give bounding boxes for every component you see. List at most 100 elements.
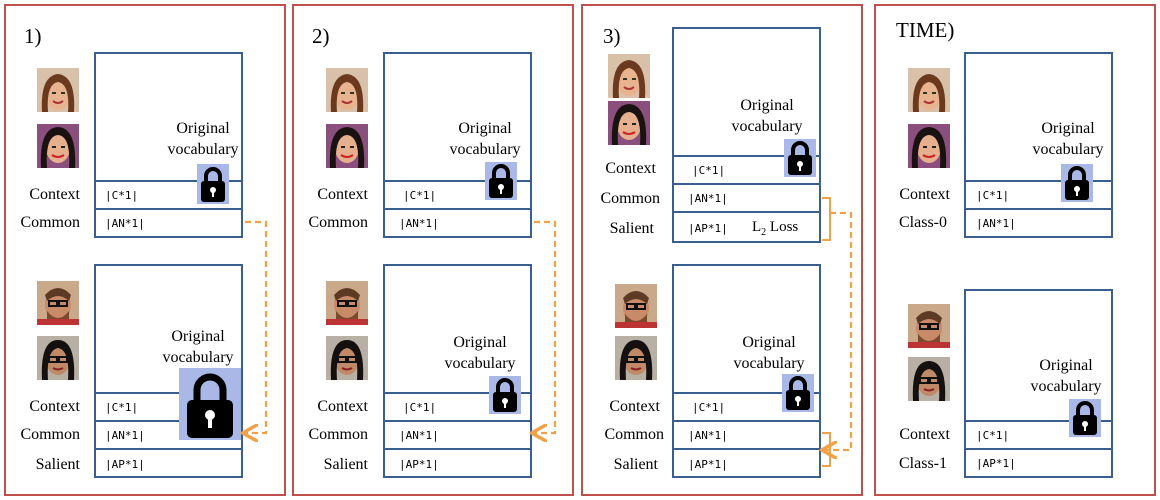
- vocab-label: Original vocabulary: [162, 328, 234, 366]
- vocab-label: Original vocabulary: [444, 334, 516, 372]
- context-token: |C*1|: [105, 401, 139, 414]
- loss-bracket-top: [822, 197, 831, 241]
- context-label: Context: [29, 398, 80, 415]
- panel-time: [874, 4, 1156, 496]
- common-row: [96, 420, 241, 448]
- lock-icon: [1061, 164, 1093, 202]
- face-woman-3: [37, 336, 79, 380]
- salient-token: |AP*1|: [688, 458, 728, 471]
- vocab-label: Original vocabulary: [731, 97, 803, 135]
- common-token: |AN*1|: [105, 217, 145, 230]
- face-woman-1: [608, 54, 650, 98]
- context-label: Context: [605, 160, 656, 177]
- context-row: [385, 392, 530, 420]
- context-row: [96, 180, 241, 208]
- common-row: [674, 183, 819, 211]
- salient-label: Salient: [609, 220, 654, 237]
- transfer-arrow-2: [534, 220, 557, 433]
- face-man-1: [908, 304, 950, 348]
- context-row: [96, 392, 241, 420]
- face-woman-1: [37, 68, 79, 112]
- common-row: [674, 420, 819, 448]
- class-0-token: |AN*1|: [976, 217, 1016, 230]
- context-token: |C*1|: [976, 429, 1010, 442]
- context-label: Context: [899, 186, 950, 203]
- common-label: Common: [20, 214, 80, 231]
- context-token: |C*1|: [105, 189, 139, 202]
- class-1-label: Class-1: [899, 455, 947, 472]
- salient-label: Salient: [613, 456, 658, 473]
- lock-icon: [784, 139, 816, 177]
- common-token: |AN*1|: [105, 429, 145, 442]
- context-row: [385, 180, 530, 208]
- face-woman-3: [908, 357, 950, 401]
- face-man-1: [615, 284, 657, 328]
- common-label: Common: [308, 214, 368, 231]
- salient-row: [385, 448, 530, 476]
- face-woman-2: [608, 101, 650, 145]
- box-2-top: Original vocabulary |C*1| |AN*1|: [383, 52, 532, 238]
- box-1-top: Original vocabulary |C*1| |AN*1|: [94, 52, 243, 238]
- transfer-arrow-3: [824, 211, 853, 450]
- lock-icon: [197, 164, 229, 204]
- context-label: Context: [609, 398, 660, 415]
- context-label: Context: [29, 186, 80, 203]
- common-label: Common: [20, 426, 80, 443]
- face-woman-2: [908, 124, 950, 168]
- face-woman-1: [326, 68, 368, 112]
- context-token: |C*1|: [403, 189, 437, 202]
- common-token: |AN*1|: [688, 192, 728, 205]
- common-row: [385, 420, 530, 448]
- context-row: [674, 155, 819, 183]
- panel-time-label: TIME): [896, 18, 955, 42]
- vocab-label: Original vocabulary: [1032, 120, 1104, 158]
- common-token: |AN*1|: [688, 429, 728, 442]
- box-2-bottom: Original vocabulary |C*1| |AN*1| |AP*1|: [383, 264, 532, 478]
- common-label: Common: [308, 426, 368, 443]
- panel-1-label: 1): [24, 24, 42, 48]
- salient-row: [96, 448, 241, 476]
- common-label: Common: [600, 190, 660, 207]
- vocab-label: Original vocabulary: [733, 334, 805, 372]
- lock-icon: [179, 368, 241, 440]
- box-3-top: Original vocabulary |C*1| |AN*1| |AP*1| …: [672, 27, 821, 243]
- face-man-1: [37, 281, 79, 325]
- context-label: Context: [317, 186, 368, 203]
- salient-token: |AP*1|: [105, 458, 145, 471]
- class-1-token: |AP*1|: [976, 457, 1016, 470]
- panel-1: [4, 4, 286, 496]
- class-1-row: [966, 448, 1111, 476]
- lock-icon: [485, 162, 517, 200]
- salient-row: [674, 211, 819, 241]
- l2-loss-label: L2 Loss: [752, 219, 799, 238]
- salient-token: |AP*1|: [688, 222, 728, 235]
- common-token: |AN*1|: [399, 429, 439, 442]
- lock-icon: [489, 376, 521, 414]
- common-label: Common: [604, 426, 664, 443]
- common-token: |AN*1|: [399, 217, 439, 230]
- panel-3: [581, 4, 863, 496]
- common-row: [385, 208, 530, 236]
- panel-2: [292, 4, 574, 496]
- salient-row: [674, 448, 819, 476]
- context-token: |C*1|: [976, 189, 1010, 202]
- panel-3-label: 3): [603, 24, 621, 48]
- context-row: [966, 420, 1111, 448]
- box-1-bottom: Original vocabulary |C*1| |AN*1| |AP*1|: [94, 264, 243, 478]
- face-woman-2: [37, 124, 79, 168]
- class-0-label: Class-0: [899, 214, 947, 231]
- context-token: |C*1|: [692, 164, 726, 177]
- context-row: [674, 392, 819, 420]
- face-woman-3: [326, 336, 368, 380]
- face-woman-1: [908, 68, 950, 112]
- context-label: Context: [899, 426, 950, 443]
- panel-2-label: 2): [312, 24, 330, 48]
- box-3-bottom: Original vocabulary |C*1| |AN*1| |AP*1|: [672, 264, 821, 478]
- vocab-label: Original vocabulary: [1030, 357, 1102, 395]
- face-man-1: [326, 281, 368, 325]
- box-time-bottom: Original vocabulary |C*1| |AP*1|: [964, 289, 1113, 478]
- box-time-top: Original vocabulary |C*1| |AN*1|: [964, 52, 1113, 238]
- face-woman-3: [615, 336, 657, 380]
- context-row: [966, 180, 1111, 208]
